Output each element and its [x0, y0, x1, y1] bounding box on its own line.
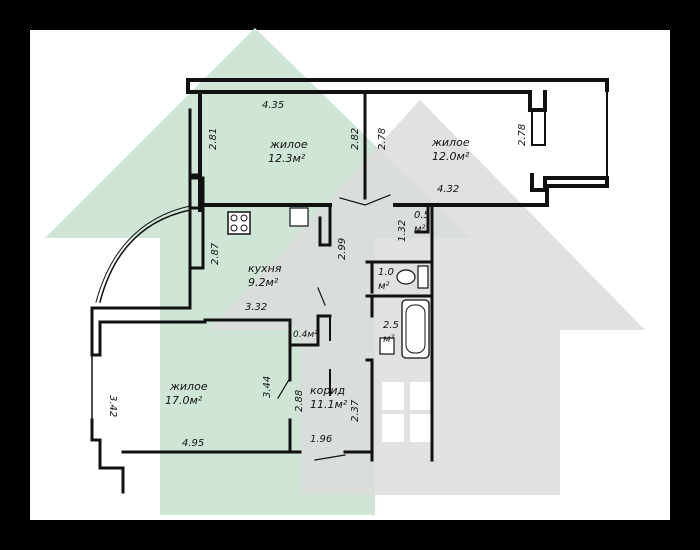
room-area: 11.1м² [310, 398, 348, 411]
dimension: 3.32 [245, 302, 267, 313]
bedroom2-window [531, 109, 546, 146]
small-room-unit: м² [378, 281, 390, 292]
kitchen-window [188, 208, 205, 270]
room-area: 12.3м² [268, 152, 306, 165]
dimension-labels: 4.35 2.81 2.82 2.78 2.78 4.32 1.32 2.99 … [107, 100, 528, 449]
room-labels: жилое 12.3м² жилое 12.0м² кухня 9.2м² жи… [165, 136, 470, 411]
room-name: жилое [431, 136, 470, 149]
sink-icon [289, 207, 309, 227]
wc-wall [365, 260, 434, 298]
dimension: 3.44 [262, 376, 273, 398]
small-room-unit: м² [414, 224, 426, 235]
small-room-area: 0.5 [414, 210, 430, 221]
closet-wall [414, 203, 434, 462]
bedroom2-right-wall [426, 173, 609, 207]
washbasin-icon [379, 337, 395, 355]
dimension: 2.99 [337, 238, 348, 260]
bathtub-inner [405, 304, 426, 354]
dimension: 3.42 [107, 395, 118, 417]
door-swing-top [339, 194, 391, 206]
room-area: 12.0м² [432, 150, 470, 163]
stove-burner [240, 214, 248, 222]
door-swing-kitchen [317, 287, 326, 306]
balcony-arc-inner [95, 205, 191, 303]
door-swing-living [277, 377, 291, 399]
kitchen-bottom [90, 266, 332, 357]
left-window-top [188, 108, 202, 177]
grey-window-pane [410, 382, 432, 410]
room-name: кухня [248, 262, 282, 275]
stove-icon [227, 211, 251, 235]
walls [90, 78, 609, 494]
small-room-area: 1.0 [378, 267, 394, 278]
bath-left-wall [365, 294, 374, 462]
room-name: жилое [269, 138, 308, 151]
room-area: 9.2м² [248, 276, 279, 289]
outer-wall-top [186, 78, 609, 92]
balcony-arc [99, 209, 191, 303]
dimension: 2.78 [377, 128, 388, 150]
dimension: 2.88 [294, 390, 305, 412]
room-name: корид [310, 384, 345, 397]
dimension: 4.35 [262, 100, 284, 111]
stove-burner [230, 224, 238, 232]
grey-window-pane [382, 382, 404, 410]
kitchen-right [318, 203, 332, 247]
dimension: 2.82 [350, 128, 361, 150]
stove-burner [240, 224, 248, 232]
dimension: 2.81 [208, 128, 219, 150]
bedroom1-top [198, 90, 547, 112]
dimension: 2.87 [210, 242, 221, 265]
dimension: 4.32 [437, 184, 459, 195]
grey-window-pane [382, 414, 404, 442]
left-wall-mid [188, 176, 205, 210]
room-name: жилое [169, 380, 208, 393]
door-swing-entry [314, 454, 346, 461]
small-room-area: 0.4м² [293, 330, 318, 340]
dimension: 2.78 [517, 124, 528, 146]
living-left-wall [90, 418, 125, 494]
small-room-area: 2.5 [383, 320, 399, 331]
small-room-unit: м² [383, 334, 395, 345]
dimension: 1.96 [310, 434, 332, 445]
toilet-bowl-icon [396, 269, 416, 285]
dimension: 4.95 [182, 438, 204, 449]
outer-wall-left-top [186, 78, 202, 212]
stove-burner [230, 214, 238, 222]
toilet-tank-icon [417, 265, 429, 289]
room-area: 17.0м² [165, 394, 203, 407]
fixtures [227, 207, 430, 359]
dimension: 2.37 [350, 399, 361, 422]
dimension: 1.32 [397, 220, 408, 242]
grey-window-pane [410, 414, 432, 442]
